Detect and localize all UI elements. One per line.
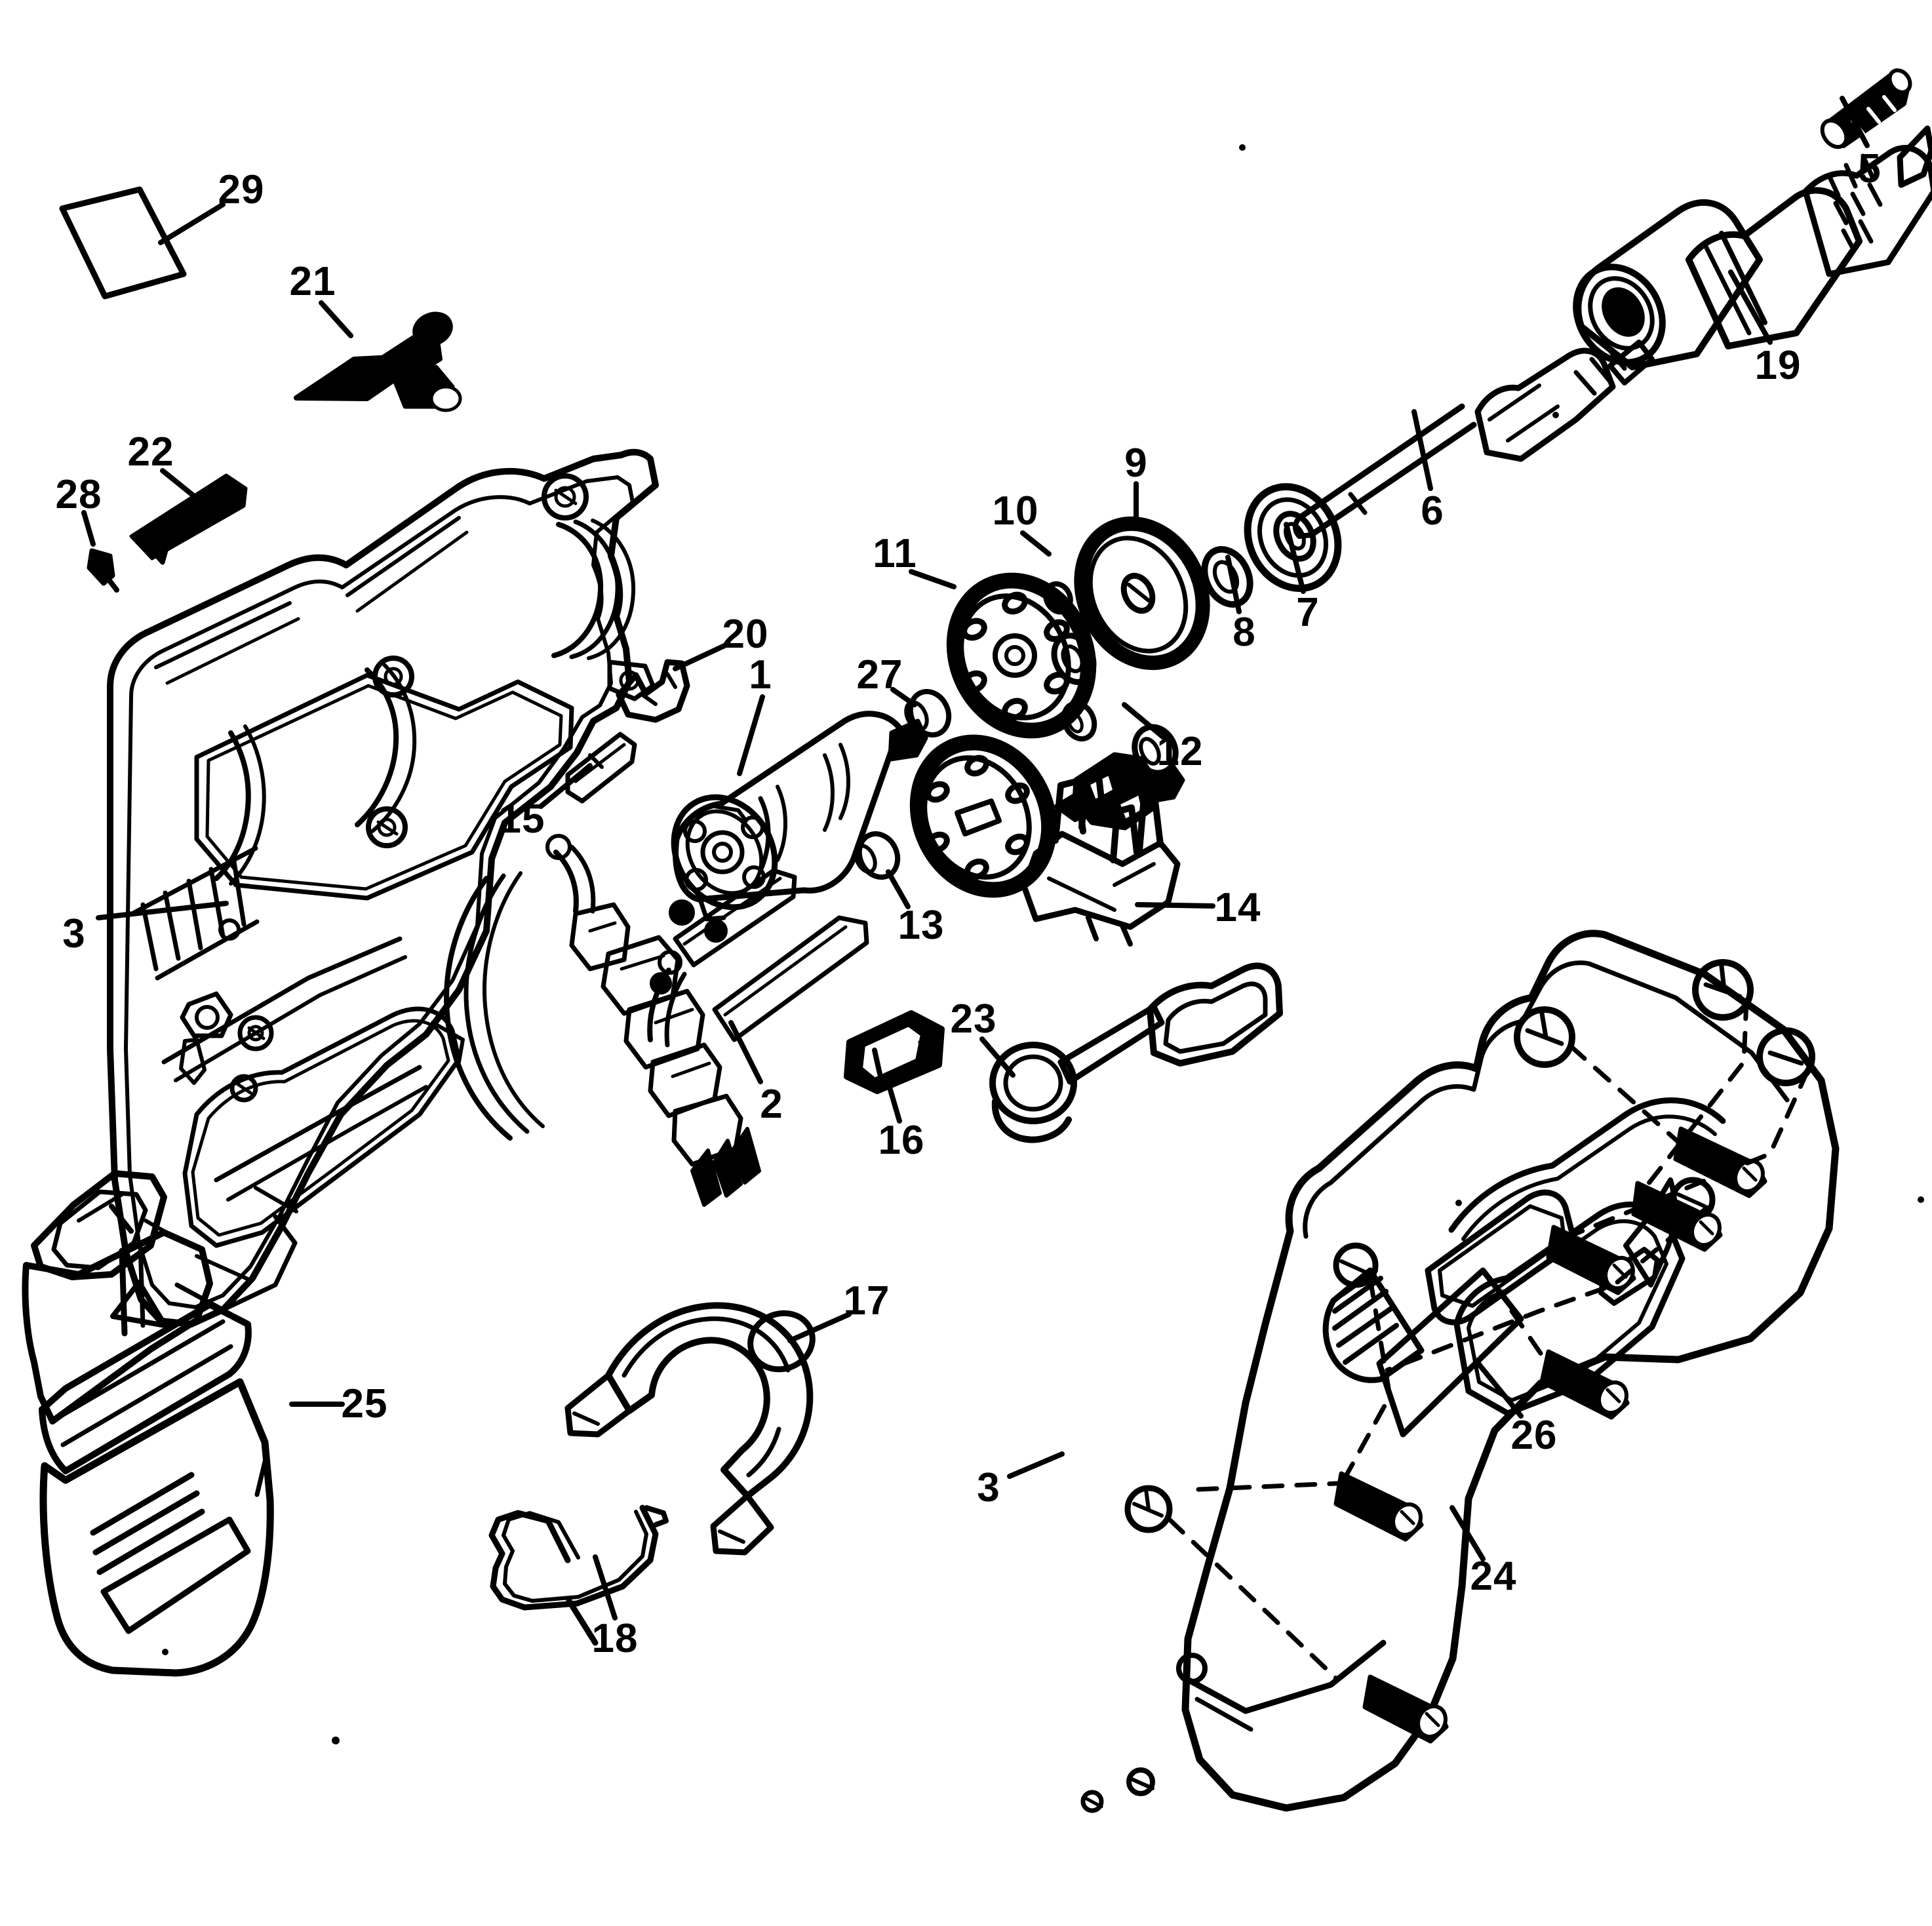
callout-number-7: 7: [1296, 590, 1320, 635]
callout-number-21: 21: [289, 259, 336, 304]
part-11-planet-gear-lower: [909, 734, 1057, 898]
callout-number-5: 5: [1858, 146, 1882, 191]
callout-number-9: 9: [1124, 441, 1148, 486]
callout-number-11: 11: [873, 531, 917, 576]
part-23-trigger-collar: [989, 962, 1283, 1143]
callout-number-2: 2: [760, 1082, 783, 1127]
part-25-battery-pack: [22, 1170, 274, 1677]
part-29-warning-label: [59, 186, 187, 300]
part-3-left-housing: [107, 448, 659, 1327]
part-18-wire-spring-clip: [488, 1504, 669, 1646]
part-20-spring-clip: [616, 659, 690, 723]
part-2-switch-assembly: [444, 834, 869, 1207]
callout-number-10: 10: [992, 488, 1039, 534]
part-15-roll-pin: [565, 732, 637, 804]
callout-number-28: 28: [55, 472, 102, 517]
part-washer-mid: [1051, 633, 1097, 685]
part-bushing-small-2: [1061, 700, 1097, 742]
part-19-chuck: [1573, 125, 1932, 370]
part-14-terminal-block: [1021, 773, 1181, 947]
callout-number-8: 8: [1232, 610, 1256, 655]
callout-number-13: 13: [897, 903, 945, 948]
callout-number-18: 18: [591, 1616, 639, 1661]
callout-number-23: 23: [950, 996, 997, 1042]
callout-number-24: 24: [1470, 1554, 1517, 1599]
part-11-ring-gear: [946, 572, 1097, 739]
part-10-spring-pin: [1043, 581, 1073, 615]
callout-number-19: 19: [1754, 343, 1802, 388]
assembly-dashed-lines: [1167, 998, 1811, 1682]
callout-number-17: 17: [843, 1278, 890, 1324]
callout-number-25: 25: [341, 1381, 388, 1426]
part-21-speed-selector: [294, 311, 462, 412]
callout-leader-lines: [81, 96, 1870, 1621]
scan-specks: [162, 144, 1924, 1744]
callout-number-20: 20: [722, 612, 769, 657]
part-22-pin: [129, 473, 248, 565]
callout-number-26: 26: [1510, 1413, 1558, 1458]
callout-number-22: 22: [127, 429, 174, 475]
callout-number-15: 15: [498, 796, 545, 842]
callout-number-27: 27: [856, 652, 903, 698]
part-16-contact-block: [844, 1010, 945, 1094]
callout-number-12: 12: [1156, 729, 1204, 774]
part-6-spindle: [1293, 340, 1655, 539]
callout-number-29: 29: [218, 167, 265, 212]
callout-number-14: 14: [1214, 885, 1261, 930]
part-28-retaining-pin: [87, 548, 119, 593]
part-9-clutch-plate: [1074, 516, 1210, 671]
part-26-nameplate-label: [1376, 1267, 1524, 1438]
callout-number-3L: 3: [62, 911, 86, 956]
callout-number-6: 6: [1421, 488, 1444, 534]
part-24-housing-screws: [1333, 1126, 1767, 1744]
callout-number-3R: 3: [977, 1465, 1000, 1510]
callout-number-1: 1: [749, 652, 772, 698]
screw-boss-group: [1080, 959, 1815, 1813]
callout-number-16: 16: [878, 1118, 925, 1163]
